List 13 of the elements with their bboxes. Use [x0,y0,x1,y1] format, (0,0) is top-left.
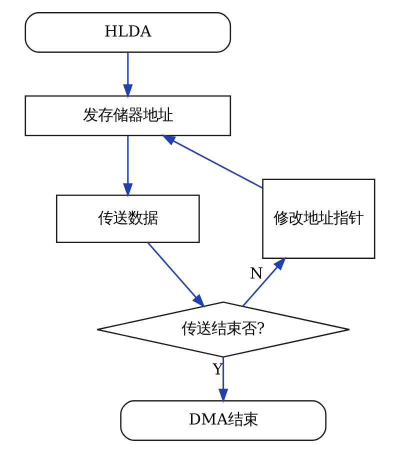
node-box: HLDA [24,12,232,53]
node-box: 发存储器地址 [24,95,232,136]
edge-label: N [250,264,264,282]
arrow [122,136,133,198]
node-box: DMA结束 [120,400,326,441]
arrow [122,52,133,98]
arrow [218,357,228,403]
node-diamond: 传送结束否? [96,301,350,358]
arrow [147,242,206,308]
node-box: 修改地址指针 [262,178,376,259]
arrow [161,134,263,189]
node-box: 传送数据 [56,194,200,244]
arrow [242,256,286,307]
